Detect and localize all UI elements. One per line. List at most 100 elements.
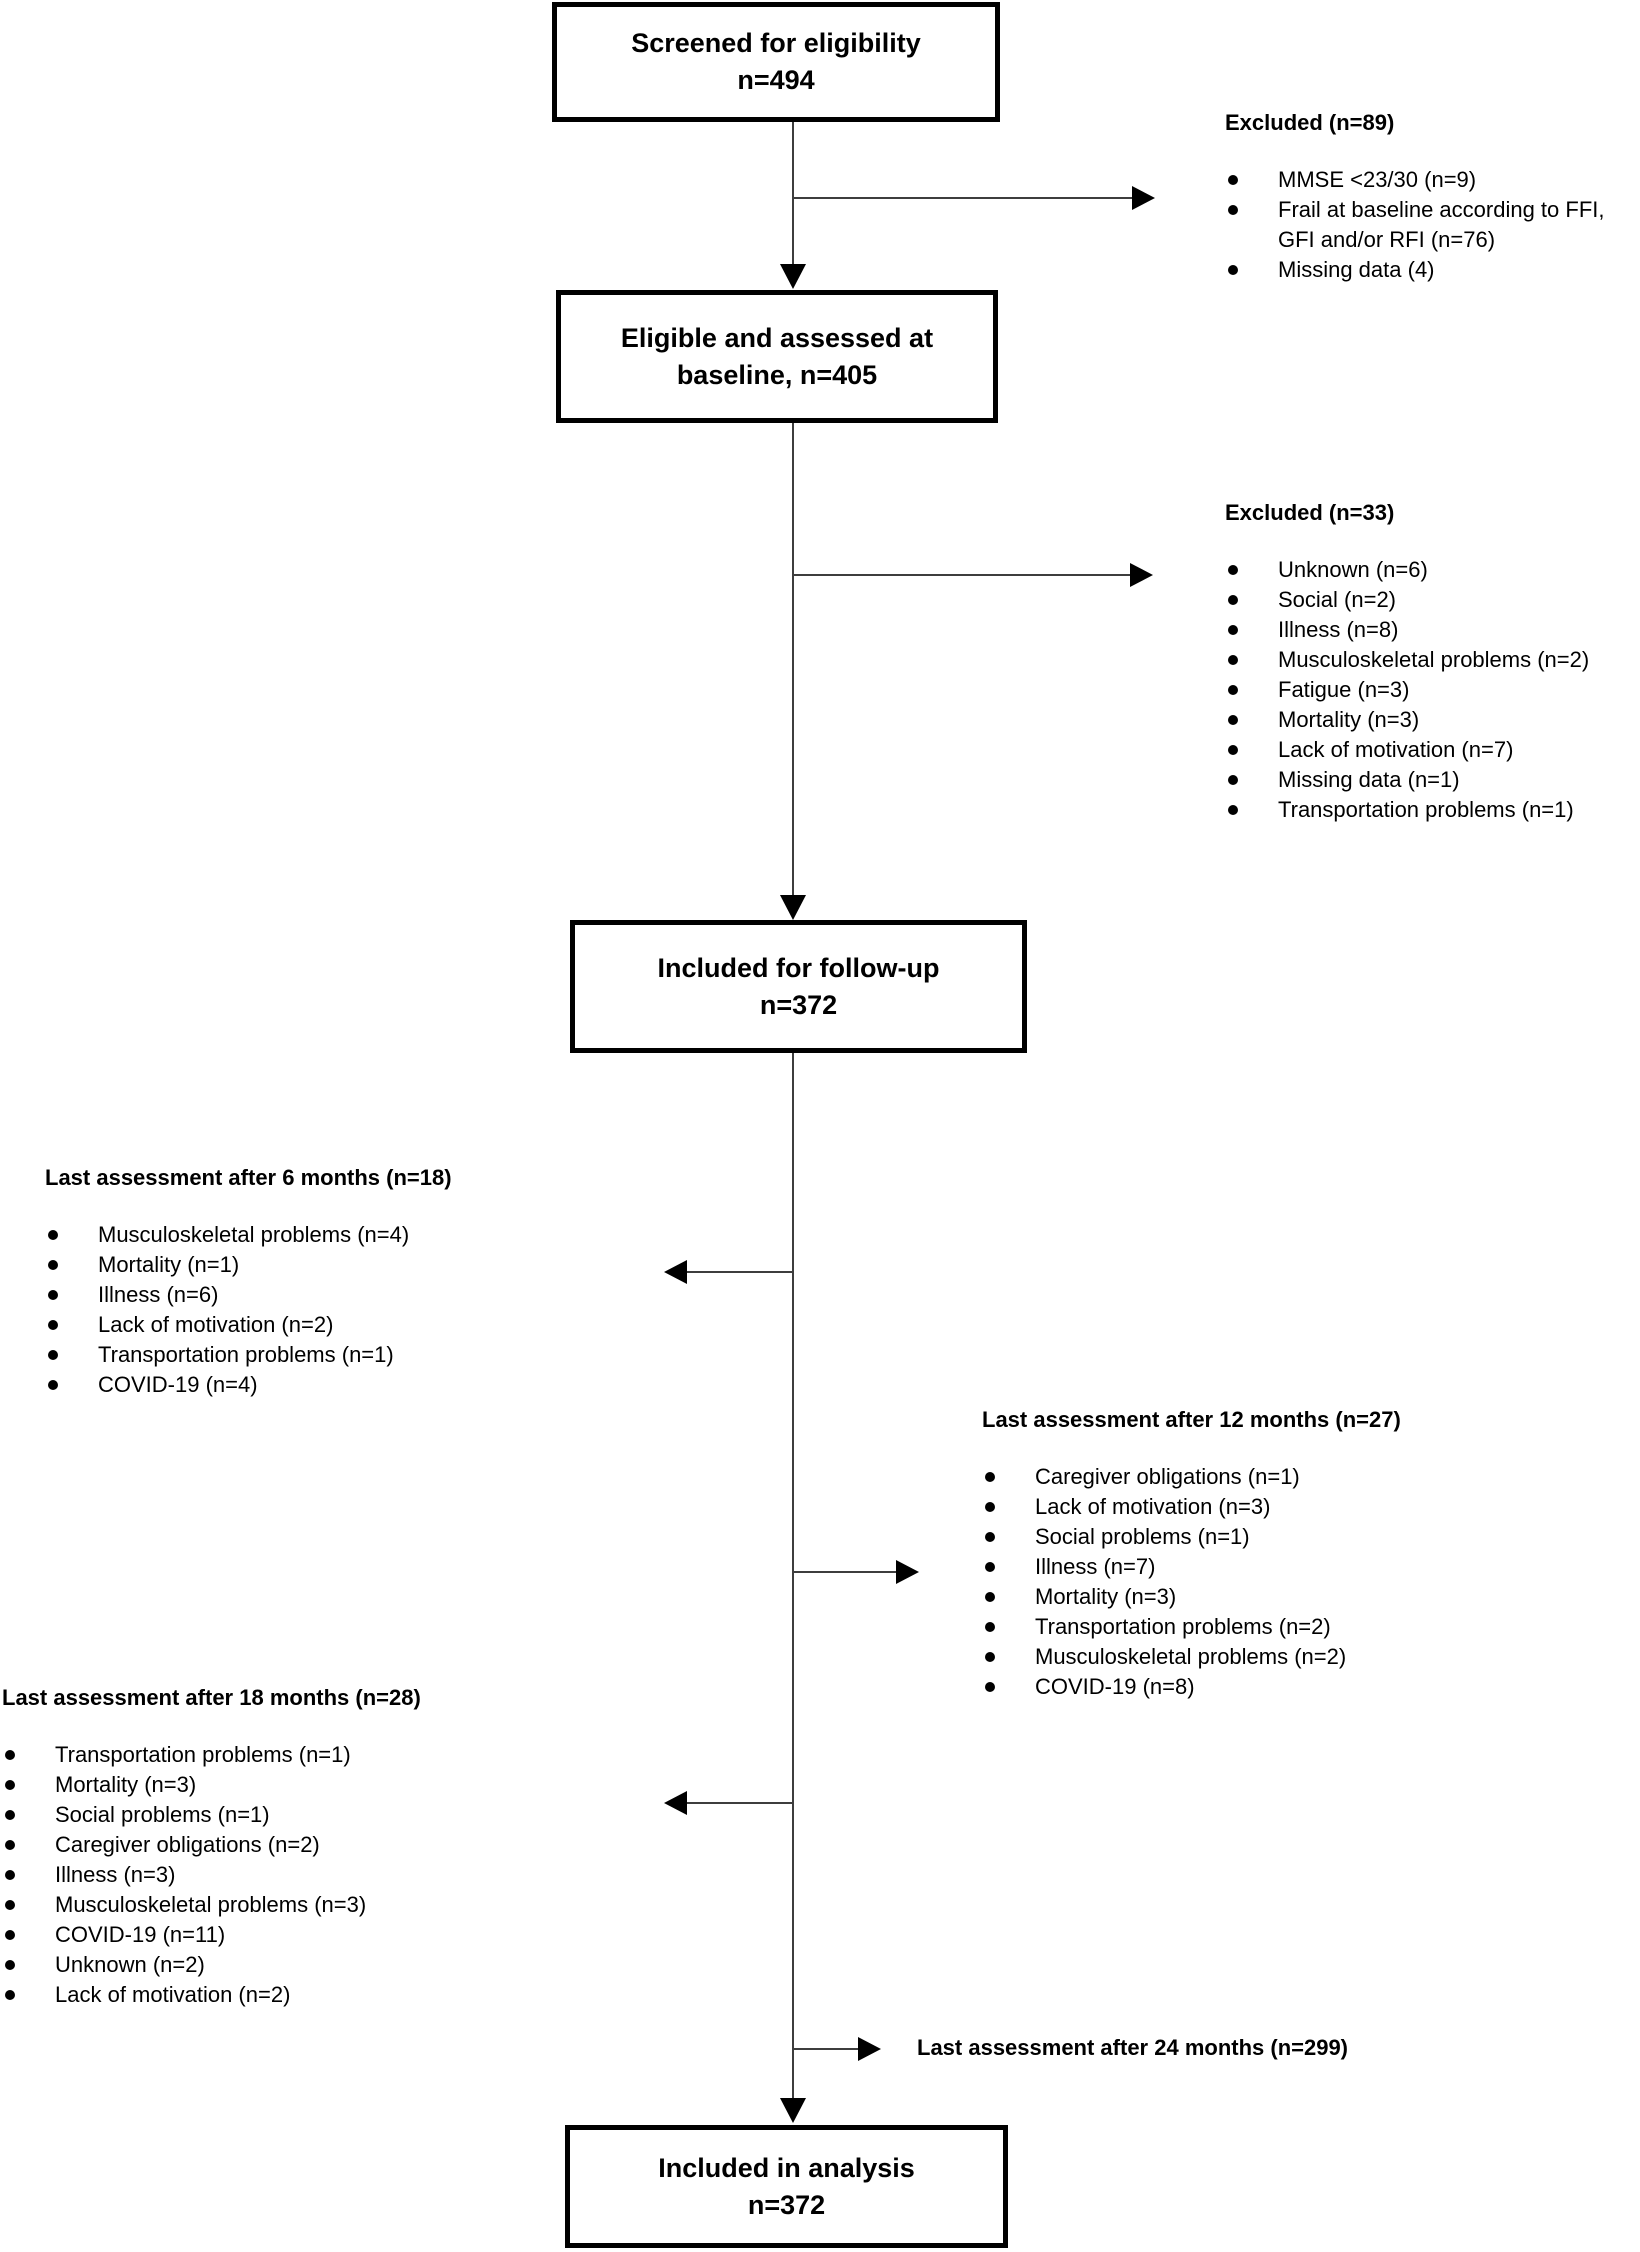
bullet-icon — [45, 1310, 98, 1340]
list-item: Illness (n=6) — [45, 1280, 470, 1310]
bullet-icon — [2, 1800, 55, 1830]
list-item: Mortality (n=3) — [2, 1770, 437, 1800]
list-item: Mortality (n=3) — [1225, 705, 1640, 735]
bullet-icon — [982, 1642, 1035, 1672]
list-item-label: Illness (n=3) — [55, 1862, 176, 1887]
list-item: Social (n=2) — [1225, 585, 1640, 615]
arrowhead-down-icon — [780, 895, 806, 920]
list-item: Transportation problems (n=1) — [2, 1740, 437, 1770]
list-item: Lack of motivation (n=7) — [1225, 735, 1640, 765]
list-item: Transportation problems (n=1) — [1225, 795, 1640, 825]
bullet-icon — [982, 1582, 1035, 1612]
list-item-label: Musculoskeletal problems (n=4) — [98, 1222, 410, 1247]
box-count: n=494 — [737, 65, 815, 95]
bullet-icon — [2, 1920, 55, 1950]
list-title: Last assessment after 12 months (n=27) — [982, 1407, 1401, 1432]
list-item: Musculoskeletal problems (n=4) — [45, 1220, 470, 1250]
branch-line-6-months — [687, 1271, 794, 1273]
list-item-label: Transportation problems (n=1) — [1278, 797, 1574, 822]
bullet-icon — [1225, 615, 1278, 645]
bullet-icon — [982, 1552, 1035, 1582]
arrowhead-right-icon — [1132, 186, 1155, 210]
list-item: Lack of motivation (n=3) — [982, 1492, 1432, 1522]
bullet-icon — [982, 1462, 1035, 1492]
list-item-label: MMSE <23/30 (n=9) — [1278, 167, 1477, 192]
list-item-label: Transportation problems (n=1) — [55, 1742, 351, 1767]
list-title: Excluded (n=89) — [1225, 110, 1395, 135]
list-item: Transportation problems (n=2) — [982, 1612, 1432, 1642]
branch-line-18-months — [687, 1802, 794, 1804]
list-title: Excluded (n=33) — [1225, 500, 1395, 525]
box-screened-for-eligibility: Screened for eligibility n=494 — [552, 2, 1000, 122]
arrowhead-down-icon — [780, 2098, 806, 2123]
list-item: Unknown (n=6) — [1225, 555, 1640, 585]
bullet-icon — [45, 1280, 98, 1310]
bullet-icon — [982, 1522, 1035, 1552]
list-items: Unknown (n=6)Social (n=2)Illness (n=8)Mu… — [1225, 555, 1640, 825]
list-item: Missing data (4) — [1225, 255, 1625, 285]
branch-line-excluded-33 — [792, 574, 1130, 576]
list-item: Unknown (n=2) — [2, 1950, 437, 1980]
list-items: MMSE <23/30 (n=9)Frail at baseline accor… — [1225, 165, 1625, 285]
branch-line-12-months — [792, 1571, 896, 1573]
bullet-icon — [1225, 795, 1278, 825]
list-item: Social problems (n=1) — [982, 1522, 1432, 1552]
list-item-label: Lack of motivation (n=7) — [1278, 737, 1514, 762]
list-item-label: Transportation problems (n=2) — [1035, 1614, 1331, 1639]
list-item: Missing data (n=1) — [1225, 765, 1640, 795]
list-item: Illness (n=7) — [982, 1552, 1432, 1582]
bullet-icon — [45, 1340, 98, 1370]
list-item: Lack of motivation (n=2) — [2, 1980, 437, 2010]
list-item-label: Social problems (n=1) — [55, 1802, 270, 1827]
list-item-label: Transportation problems (n=1) — [98, 1342, 394, 1367]
list-item-label: COVID-19 (n=11) — [55, 1922, 226, 1947]
list-item-label: Caregiver obligations (n=1) — [1035, 1464, 1300, 1489]
box-title: Included for follow-up — [657, 952, 940, 983]
box-included-in-analysis: Included in analysis n=372 — [565, 2125, 1008, 2248]
list-item: Illness (n=3) — [2, 1860, 437, 1890]
list-item-label: COVID-19 (n=8) — [1035, 1674, 1195, 1699]
list-item: Mortality (n=3) — [982, 1582, 1432, 1612]
list-item-label: Caregiver obligations (n=2) — [55, 1832, 320, 1857]
list-item: Illness (n=8) — [1225, 615, 1640, 645]
box-title: Screened for eligibility — [631, 28, 921, 58]
list-item-label: Lack of motivation (n=2) — [55, 1982, 291, 2007]
bullet-icon — [2, 1860, 55, 1890]
bullet-icon — [1225, 585, 1278, 615]
arrowhead-right-icon — [896, 1560, 919, 1584]
bullet-icon — [2, 1950, 55, 1980]
list-last-assessment-6-months: Last assessment after 6 months (n=18) Mu… — [45, 1163, 470, 1400]
list-title: Last assessment after 6 months (n=18) — [45, 1165, 452, 1190]
list-items: Caregiver obligations (n=1) Lack of motiv… — [982, 1462, 1432, 1702]
list-last-assessment-12-months: Last assessment after 12 months (n=27) C… — [982, 1405, 1432, 1702]
box-eligible-assessed-baseline: Eligible and assessed at baseline, n=405 — [556, 290, 998, 423]
list-item: Fatigue (n=3) — [1225, 675, 1640, 705]
list-item: Mortality (n=1) — [45, 1250, 470, 1280]
bullet-icon — [2, 1740, 55, 1770]
box-count: n=372 — [747, 2189, 826, 2220]
bullet-icon — [1225, 255, 1278, 285]
list-item-label: Unknown (n=2) — [55, 1952, 205, 1977]
list-excluded-at-screening: Excluded (n=89) MMSE <23/30 (n=9)Frail a… — [1225, 108, 1625, 285]
list-items: Transportation problems (n=1) Mortality (… — [2, 1740, 437, 2010]
list-item: Lack of motivation (n=2) — [45, 1310, 470, 1340]
bullet-icon — [45, 1250, 98, 1280]
list-item-label: Mortality (n=3) — [1278, 707, 1420, 732]
list-item-label: Illness (n=6) — [98, 1282, 219, 1307]
list-item: COVID-19 (n=4) — [45, 1370, 470, 1400]
list-item-label: Mortality (n=3) — [55, 1772, 197, 1797]
bullet-icon — [1225, 765, 1278, 795]
bullet-icon — [2, 1830, 55, 1860]
list-item: Transportation problems (n=1) — [45, 1340, 470, 1370]
list-items: Musculoskeletal problems (n=4) Mortality … — [45, 1220, 470, 1400]
connector-eligible-to-followup — [792, 423, 794, 898]
list-item-label: Social (n=2) — [1278, 587, 1397, 612]
bullet-icon — [1225, 675, 1278, 705]
list-item-label: Missing data (4) — [1278, 257, 1435, 282]
list-item-label: Illness (n=8) — [1278, 617, 1399, 642]
list-item: Musculoskeletal problems (n=2) — [982, 1642, 1432, 1672]
arrowhead-right-icon — [1130, 563, 1153, 587]
list-item-label: Illness (n=7) — [1035, 1554, 1156, 1579]
arrowhead-down-icon — [780, 264, 806, 289]
